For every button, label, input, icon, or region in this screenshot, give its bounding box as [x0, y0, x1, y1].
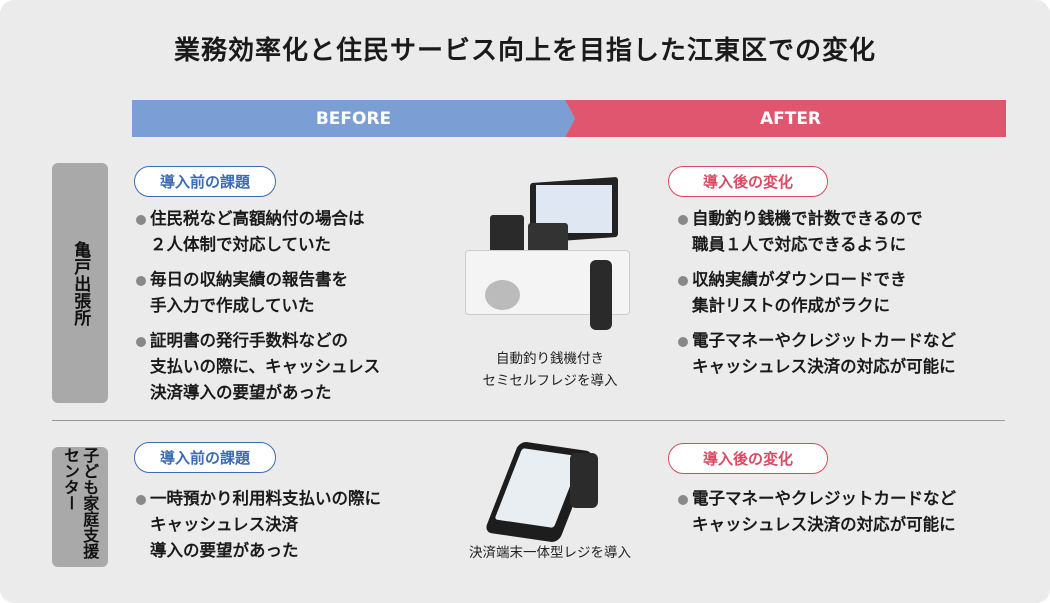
- semi-self-register-image: [460, 165, 640, 340]
- caption-line: 決済端末一体型レジを導入: [469, 545, 631, 561]
- after-banner: AFTER: [565, 100, 1006, 137]
- list-item: 証明書の発行手数料などの支払いの際に、キャッシュレス決済導入の要望があった: [134, 328, 444, 406]
- caption-line: 自動釣り銭機付き: [496, 351, 604, 367]
- list-item: 電子マネーやクレジットカードなどキャッシュレス決済の対応が可能に: [676, 328, 1006, 380]
- list-item-line: 自動釣り銭機で計数できるので: [692, 209, 923, 228]
- before-title-pill: 導入前の課題: [134, 166, 276, 197]
- list-item-line: 電子マネーやクレジットカードなど: [692, 331, 956, 350]
- list-item-line: 住民税など高額納付の場合は: [150, 209, 365, 228]
- after-list: 自動釣り銭機で計数できるので職員１人で対応できるように収納実績がダウンロードでき…: [676, 206, 1006, 389]
- list-item: 一時預かり利用料支払いの際にキャッシュレス決済導入の要望があった: [134, 486, 444, 564]
- list-item-line: キャッシュレス決済の対応が可能に: [692, 357, 956, 376]
- list-item-line: 一時預かり利用料支払いの際に: [150, 489, 381, 508]
- list-item-line: 電子マネーやクレジットカードなど: [692, 489, 956, 508]
- section-divider: [52, 420, 1005, 421]
- section-label-kameido: 亀戸出張所: [52, 163, 108, 403]
- list-item: 毎日の収納実績の報告書を手入力で作成していた: [134, 267, 444, 319]
- after-title-pill: 導入後の変化: [668, 166, 828, 197]
- after-list: 電子マネーやクレジットカードなどキャッシュレス決済の対応が可能に: [676, 486, 1006, 547]
- list-item-line: 職員１人で対応できるように: [692, 235, 907, 254]
- payment-terminal-image: [483, 438, 615, 543]
- list-item-line: 収納実績がダウンロードでき: [692, 270, 907, 289]
- list-item: 自動釣り銭機で計数できるので職員１人で対応できるように: [676, 206, 1006, 258]
- product-caption: 決済端末一体型レジを導入: [440, 542, 660, 564]
- list-item: 収納実績がダウンロードでき集計リストの作成がラクに: [676, 267, 1006, 319]
- list-item-line: キャッシュレス決済の対応が可能に: [692, 515, 956, 534]
- product-caption: 自動釣り銭機付きセミセルフレジを導入: [440, 348, 660, 392]
- list-item-line: 証明書の発行手数料などの: [150, 331, 348, 350]
- list-item-line: 決済導入の要望があった: [150, 383, 332, 402]
- list-item-line: 毎日の収納実績の報告書を: [150, 270, 348, 289]
- list-item-line: キャッシュレス決済: [150, 515, 299, 534]
- before-list: 一時預かり利用料支払いの際にキャッシュレス決済導入の要望があった: [134, 486, 444, 573]
- list-item: 電子マネーやクレジットカードなどキャッシュレス決済の対応が可能に: [676, 486, 1006, 538]
- caption-line: セミセルフレジを導入: [482, 373, 618, 389]
- before-title-pill: 導入前の課題: [134, 442, 276, 473]
- list-item-line: 手入力で作成していた: [150, 296, 315, 315]
- list-item-line: 導入の要望があった: [150, 541, 299, 560]
- section-label-kodomo: 子ども家庭支援センター: [52, 447, 108, 567]
- list-item-line: 集計リストの作成がラクに: [692, 296, 890, 315]
- page-title: 業務効率化と住民サービス向上を目指した江東区での変化: [173, 36, 876, 66]
- after-title-pill: 導入後の変化: [668, 443, 828, 474]
- list-item: 住民税など高額納付の場合は ２人体制で対応していた: [134, 206, 444, 258]
- before-banner: BEFORE: [132, 100, 575, 137]
- list-item-line: 支払いの際に、キャッシュレス: [150, 357, 381, 376]
- list-item-line: ２人体制で対応していた: [150, 235, 332, 254]
